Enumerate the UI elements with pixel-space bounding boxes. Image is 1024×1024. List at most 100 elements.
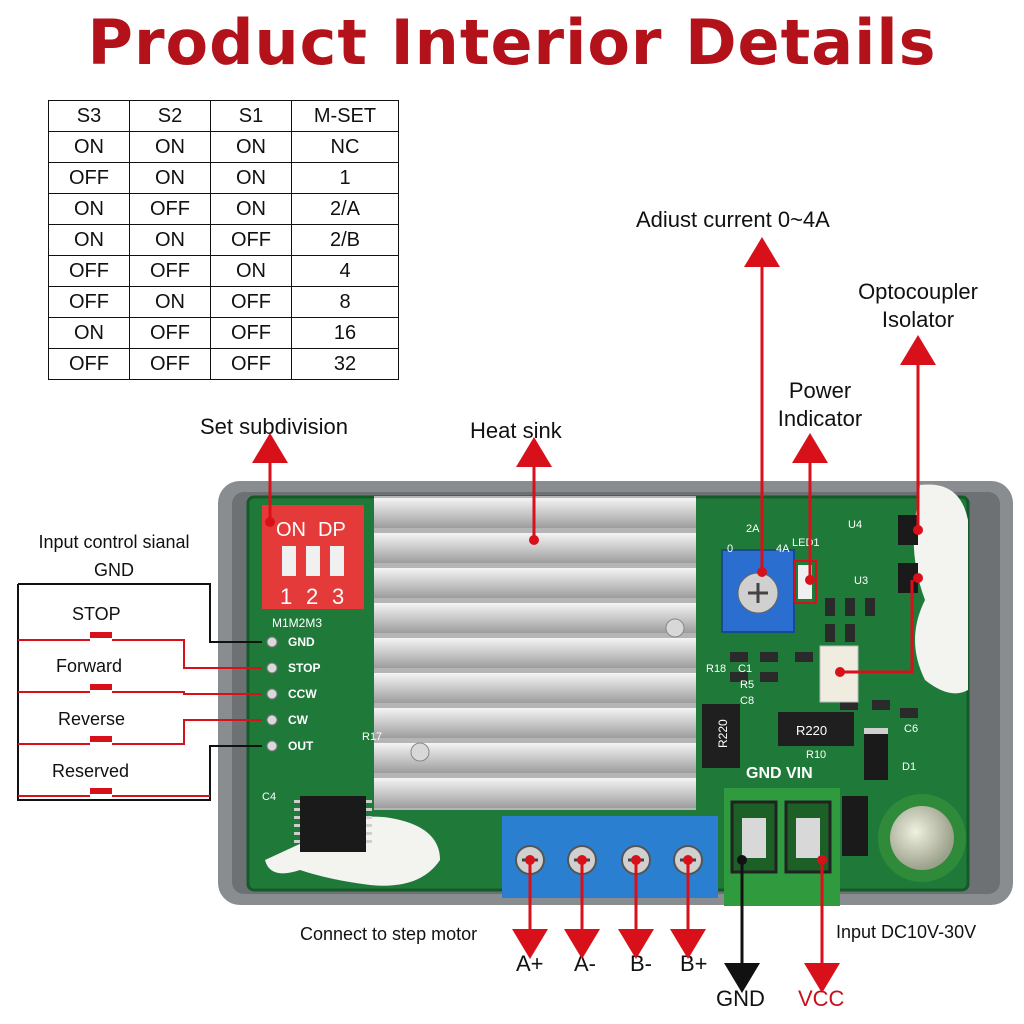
heat-sink-screw-2: [410, 742, 430, 762]
table-cell: OFF: [129, 255, 211, 287]
dot-set-subdivision: [265, 517, 275, 527]
r10-text: R10: [806, 749, 826, 761]
diode-d1: [864, 728, 888, 780]
dip-dp-text: DP: [318, 519, 346, 541]
shunt-resistor-2: [778, 712, 854, 746]
control-switch-wires: [18, 639, 262, 797]
table-cell: 2/A: [291, 193, 399, 225]
heat-sink-screw-1: [665, 618, 685, 638]
capacitor-top: [890, 806, 954, 870]
arrow-optocoupler-branch: [842, 580, 914, 674]
input-control-line1: Input control sianal: [38, 532, 190, 552]
input-control-label: Input control sianal GND: [14, 528, 214, 584]
input-control-line2: GND: [94, 560, 134, 580]
dot-heat-sink: [529, 535, 539, 545]
silicone-blob-right: [913, 484, 968, 694]
dip-slider-1: [282, 546, 296, 576]
push-buttons: [90, 632, 112, 794]
r220b-text: R220: [796, 723, 827, 738]
table-cell: ON: [48, 224, 130, 256]
dot-a-minus: [577, 855, 587, 865]
table-header: S2: [129, 100, 211, 132]
r220a-text: R220: [716, 719, 730, 748]
pin-cw: [266, 714, 278, 726]
table-cell: ON: [129, 286, 211, 318]
input-dc-label: Input DC10V-30V: [836, 922, 977, 942]
dot-adjust-current: [757, 567, 767, 577]
shunt-resistor-1: [702, 704, 740, 768]
dot-power-indicator: [805, 575, 815, 585]
page-title: Product Interior Details: [87, 6, 937, 79]
table-cell: 32: [291, 348, 399, 380]
pin-gnd-text: GND: [288, 635, 315, 649]
c1-text: C1: [738, 663, 752, 675]
r17-text: R17: [362, 731, 382, 743]
control-pin-header: [266, 636, 278, 752]
optocoupler-label: Optocoupler Isolator: [848, 278, 988, 334]
dot-optocoupler-1: [913, 525, 923, 535]
power-terminal-gnd-clamp: [742, 818, 766, 858]
adjust-current-label: Adiust current 0~4A: [636, 207, 830, 232]
table-cell: OFF: [210, 286, 292, 318]
connect-motor-label: Connect to step motor: [300, 924, 478, 944]
pin-gnd: [266, 636, 278, 648]
r18-text: R18: [706, 663, 726, 675]
power-terminal-vcc-clamp: [796, 818, 820, 858]
table-cell: OFF: [210, 348, 292, 380]
dot-vcc: [817, 855, 827, 865]
dip-slider-2: [306, 546, 320, 576]
table-cell: OFF: [210, 224, 292, 256]
gnd-vin-text: GND VIN: [746, 765, 813, 782]
dip-2-text: 2: [306, 584, 318, 609]
reserved-label: Reserved: [52, 761, 130, 781]
table-cell: ON: [48, 317, 130, 349]
table-cell: OFF: [129, 317, 211, 349]
table-cell: ON: [210, 131, 292, 163]
u4-text: U4: [848, 519, 862, 531]
pin-out-text: OUT: [288, 739, 314, 753]
stop-label: STOP: [72, 604, 121, 624]
pin-out: [266, 740, 278, 752]
table-cell: OFF: [210, 317, 292, 349]
pin-ccw-text: CCW: [288, 687, 317, 701]
table-cell: ON: [129, 131, 211, 163]
power-indicator-line1: Power: [788, 378, 852, 403]
dip-on-text: ON: [276, 519, 306, 541]
table-cell: OFF: [129, 193, 211, 225]
table-cell: 1: [291, 162, 399, 194]
led1-text: LED1: [792, 537, 820, 549]
u3-text: U3: [854, 575, 868, 587]
dot-a-plus: [525, 855, 535, 865]
table-cell: 2/B: [291, 224, 399, 256]
dip-slider-3: [330, 546, 344, 576]
pot-2a-text: 2A: [746, 523, 760, 535]
diode-d2: [842, 796, 868, 856]
power-indicator-label: Power Indicator: [762, 377, 878, 433]
dot-b-minus: [631, 855, 641, 865]
pot-0-text: 0: [727, 543, 733, 555]
ic-pins: [294, 800, 372, 843]
pin-ccw: [266, 688, 278, 700]
c6-text: C6: [904, 723, 918, 735]
table-cell: ON: [48, 131, 130, 163]
c4-text: C4: [262, 791, 276, 803]
m-labels-text: M1M2M3: [272, 616, 322, 630]
pot-4a-text: 4A: [776, 543, 790, 555]
gnd-signal-line: [18, 583, 262, 643]
r5-text: R5: [740, 679, 754, 691]
dot-gnd: [737, 855, 747, 865]
smd-components: [730, 598, 918, 718]
pin-stop: [266, 662, 278, 674]
dot-optocoupler-3: [835, 667, 845, 677]
pin-stop-text: STOP: [288, 661, 320, 675]
forward-label: Forward: [56, 656, 123, 676]
dot-optocoupler-2: [913, 573, 923, 583]
signal-bracket-outline: [17, 584, 262, 801]
